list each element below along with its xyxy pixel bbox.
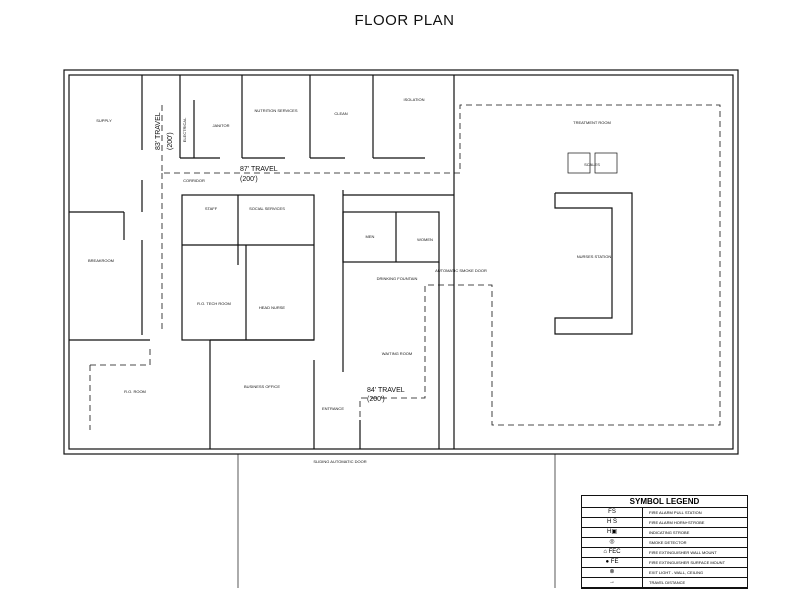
room-label-social: SOCIAL SERVICES — [249, 206, 285, 211]
legend-label: INDICATING STROBE — [649, 530, 690, 535]
legend-label: FIRE EXTINGUISHER WALL MOUNT — [649, 550, 717, 555]
travel-max-1: (200') — [167, 132, 174, 150]
canopy — [237, 454, 556, 588]
smoke-detector-icon: ◎ — [582, 538, 643, 547]
horn-strobe-icon: H S — [582, 518, 643, 527]
room-label-janitor: JANITOR — [212, 123, 229, 128]
travel-max-2: (200') — [240, 176, 258, 183]
room-label-business: BUSINESS OFFICE — [244, 384, 280, 389]
room-label-nutrition: NUTRITION SERVICES — [254, 108, 297, 113]
legend-row: FS FIRE ALARM PULL STATION — [582, 508, 747, 518]
room-label-men: MEN — [366, 234, 375, 239]
legend-label: FIRE ALARM PULL STATION — [649, 510, 702, 515]
legend-label: EXIT LIGHT - WALL, CEILING — [649, 570, 704, 575]
room-label-ro-tech: R.O. TECH ROOM — [197, 301, 231, 306]
room-label-scales: SCALES — [584, 162, 600, 167]
room-label-entrance: ENTRANCE — [322, 406, 344, 411]
travel-max-3: (200') — [367, 396, 385, 403]
travel-distance-3: 84' TRAVEL — [367, 387, 405, 394]
extinguisher-surface-icon: ● FE — [582, 558, 643, 567]
legend-label: SMOKE DETECTOR — [649, 540, 687, 545]
legend-row: → TRAVEL DISTANCE — [582, 578, 747, 588]
interior-walls — [69, 75, 633, 449]
legend-row: H S FIRE ALARM HORN+STROBE — [582, 518, 747, 528]
legend-row: ◎ SMOKE DETECTOR — [582, 538, 747, 548]
legend-row: ⌂ FEC FIRE EXTINGUISHER WALL MOUNT — [582, 548, 747, 558]
legend-label: FIRE ALARM HORN+STROBE — [649, 520, 705, 525]
exit-light-icon: ⊗ — [582, 568, 643, 577]
room-label-isolation: ISOLATION — [403, 97, 424, 102]
room-label-auto-door: AUTOMATIC SMOKE DOOR — [435, 268, 487, 273]
room-label-treatment: TREATMENT ROOM — [573, 120, 611, 125]
room-label-staff: STAFF — [205, 206, 218, 211]
room-label-nurses-station: NURSES STATION — [577, 254, 612, 259]
travel-distance-2: 87' TRAVEL — [240, 166, 278, 173]
room-label-clean: CLEAN — [334, 111, 347, 116]
room-label-breakroom: BREAKROOM — [88, 258, 114, 263]
room-label-supply: SUPPLY — [96, 118, 112, 123]
pull-station-icon: FS — [582, 508, 643, 517]
room-label-fountain: DRINKING FOUNTAIN — [377, 276, 418, 281]
room-label-waiting: WAITING ROOM — [382, 351, 413, 356]
legend-title: SYMBOL LEGEND — [582, 496, 747, 508]
room-label-women: WOMEN — [417, 237, 433, 242]
travel-labels: 83' TRAVEL (200') 87' TRAVEL (200') 84' … — [155, 112, 405, 403]
room-labels: SUPPLY ELECTRICAL JANITOR NUTRITION SERV… — [88, 97, 611, 464]
room-label-head-nurse: HEAD NURSE — [259, 305, 286, 310]
room-label-ro-room: R.O. ROOM — [124, 389, 146, 394]
room-label-corridor: CORRIDOR — [183, 178, 205, 183]
legend-row: H▣ INDICATING STROBE — [582, 528, 747, 538]
legend-label: FIRE EXTINGUISHER SURFACE MOUNT — [649, 560, 726, 565]
legend-row: ● FE FIRE EXTINGUISHER SURFACE MOUNT — [582, 558, 747, 568]
page-title: FLOOR PLAN — [354, 12, 455, 29]
exterior-walls — [63, 69, 739, 455]
legend-label: TRAVEL DISTANCE — [649, 580, 686, 585]
legend-row: ⊗ EXIT LIGHT - WALL, CEILING — [582, 568, 747, 578]
extinguisher-wall-icon: ⌂ FEC — [582, 548, 643, 557]
strobe-icon: H▣ — [582, 528, 643, 537]
travel-paths — [89, 104, 721, 440]
travel-arrow-icon: → — [582, 578, 643, 587]
room-label-electrical: ELECTRICAL — [182, 117, 187, 142]
room-label-sliding-door: SLIDING AUTOMATIC DOOR — [313, 459, 366, 464]
travel-distance-1: 83' TRAVEL — [155, 112, 162, 150]
